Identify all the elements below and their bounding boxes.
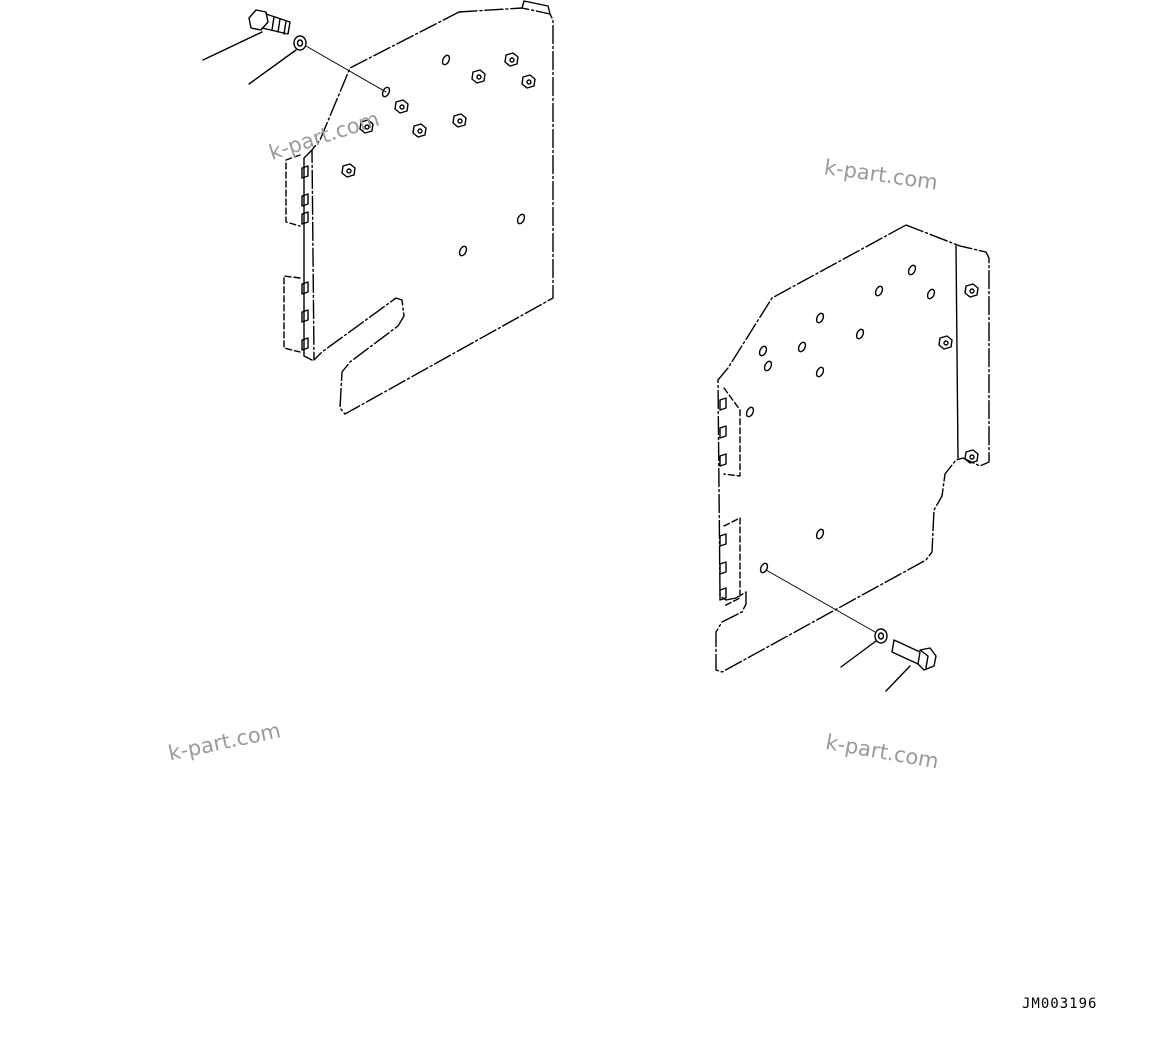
left-plate-holes [381,54,526,257]
left-bolt-icon [248,9,291,35]
right-bolt-leader [885,665,911,692]
left-bolt-leader [202,31,263,61]
left-washer-leader [248,49,297,85]
right-plate [715,224,990,673]
left-assembly-line [305,45,387,93]
right-bolt-icon [891,639,937,671]
right-plate-nuts [938,283,979,464]
drawing-code: JM003196 [1022,996,1098,1012]
left-plate-nuts [341,52,536,178]
right-plate-holes [745,264,936,574]
right-assembly-line [765,569,876,633]
left-washer-icon [293,35,307,51]
right-washer-icon [874,628,888,644]
right-washer-leader [840,640,877,668]
left-plate [283,0,554,415]
